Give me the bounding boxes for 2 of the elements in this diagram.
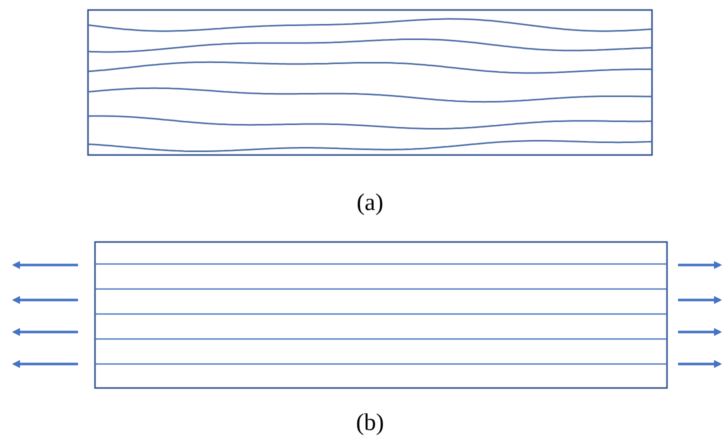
figure-label: (b) — [356, 410, 384, 437]
figure-label: (a) — [356, 190, 384, 217]
